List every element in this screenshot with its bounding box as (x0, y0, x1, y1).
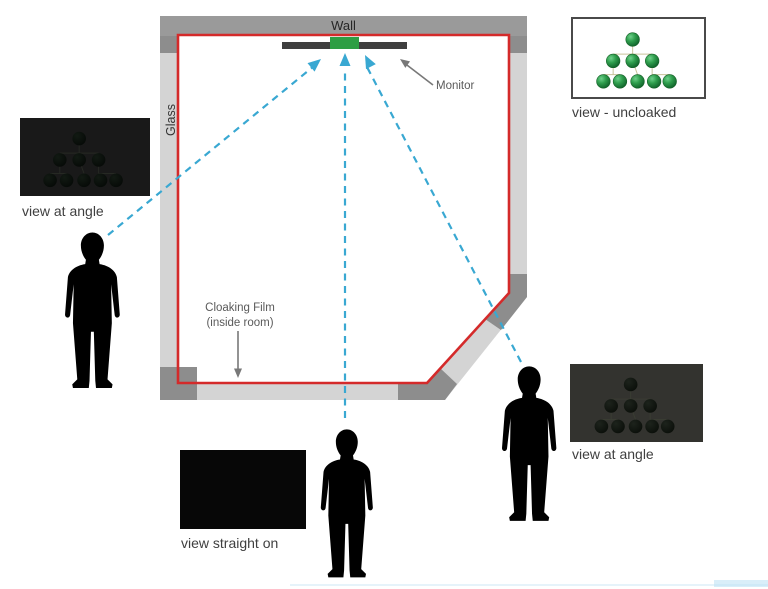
wall-label: Wall (331, 18, 356, 33)
view-straight-on-label: view straight on (181, 535, 279, 551)
sight-arrowhead-right (365, 55, 376, 70)
cloaking-film-label-line2: (inside room) (206, 316, 274, 329)
view-uncloaked-label: view - uncloaked (572, 104, 677, 120)
wall-corner-diagonal-top (485, 274, 527, 330)
wall-corner-top-left (160, 36, 178, 53)
view-uncloaked-panel (571, 17, 706, 99)
view-at-angle-left-panel (20, 118, 150, 196)
spheres-pyramid-green (596, 32, 677, 89)
sight-line-right (366, 66, 522, 363)
glass-walls (160, 16, 527, 400)
viewer-center-silhouette-icon (320, 429, 373, 578)
wall-corner-top-right (509, 36, 527, 53)
sight-arrowhead-center (339, 53, 351, 66)
glass-label: Glass (164, 104, 178, 136)
view-straight-on-panel (180, 450, 306, 529)
cloaking-film-label-line1: Cloaking Film (205, 302, 275, 314)
cloaking-film-outline (176, 33, 511, 385)
wall-top-band (160, 16, 527, 36)
monitor-pointer-line (402, 61, 434, 86)
monitor-label: Monitor (436, 80, 475, 92)
monitor-screen (330, 37, 359, 49)
view-at-angle-right-panel (570, 364, 703, 442)
bottom-edge-line (290, 584, 768, 586)
view-at-angle-right-label: view at angle (572, 446, 654, 462)
cloaking-film-pointer-arrowhead (234, 368, 242, 378)
spheres-pyramid-dim-left (43, 131, 123, 188)
view-at-angle-left-label: view at angle (22, 203, 104, 219)
monitor-pointer-arrowhead (400, 59, 411, 68)
sight-arrowhead-left (307, 59, 321, 72)
cloaking-film-label: Cloaking Film (inside room) (185, 301, 295, 331)
viewer-right-silhouette-icon (502, 366, 557, 521)
spheres-pyramid-dim-right (594, 377, 675, 434)
bottom-edge-line-highlight (714, 580, 768, 587)
viewer-left-silhouette-icon (65, 232, 120, 388)
sight-line-left (107, 65, 315, 236)
